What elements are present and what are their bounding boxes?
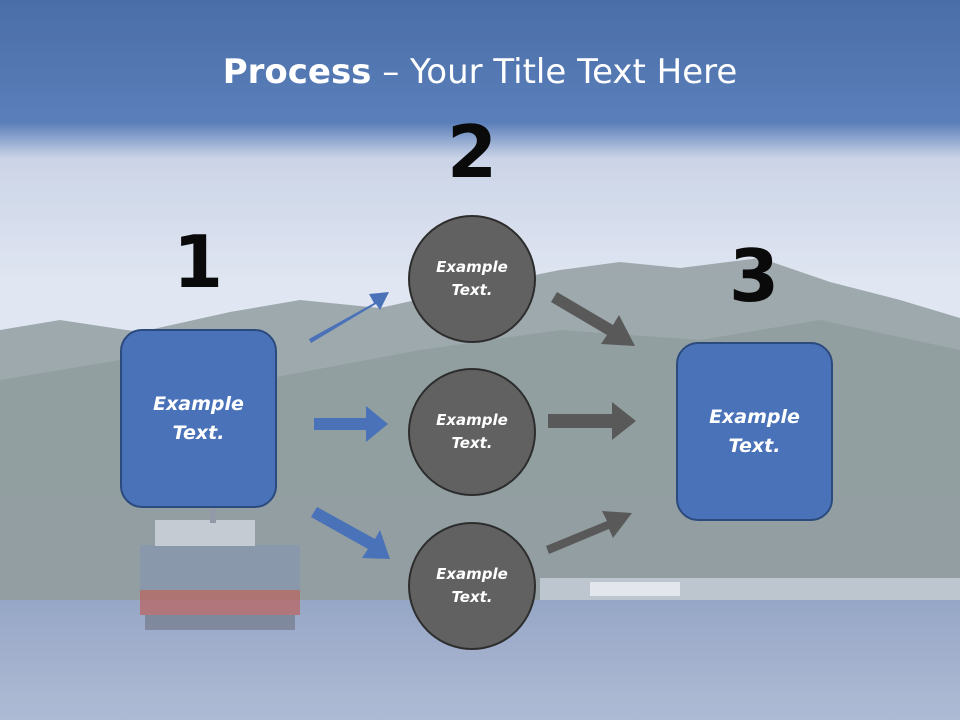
step-2-circle-middle[interactable]: Example Text. <box>408 368 536 496</box>
title-bold: Process <box>222 52 372 92</box>
arrow-left-to-bottom <box>311 507 390 559</box>
step-number-3: 3 <box>728 234 780 318</box>
step-1-box[interactable]: Example Text. <box>120 329 277 508</box>
circle-middle-text: Example Text. <box>436 411 508 452</box>
arrow-left-to-top <box>309 292 389 343</box>
arrow-left-to-middle <box>314 406 388 442</box>
circle-top-text: Example Text. <box>436 258 508 299</box>
step-2-circle-top[interactable]: Example Text. <box>408 215 536 343</box>
step-3-text: Example Text. <box>709 405 800 457</box>
title-rest: – Your Title Text Here <box>371 52 738 92</box>
step-1-text: Example Text. <box>153 392 244 444</box>
step-number-2: 2 <box>446 110 498 194</box>
arrow-bottom-to-right <box>546 511 632 554</box>
circle-bottom-text: Example Text. <box>436 565 508 606</box>
arrow-top-to-right <box>551 292 635 346</box>
ship <box>140 505 300 630</box>
step-3-box[interactable]: Example Text. <box>676 342 833 521</box>
slide-title: Process – Your Title Text Here <box>0 52 960 92</box>
arrow-middle-to-right <box>548 402 636 440</box>
step-number-1: 1 <box>172 220 224 304</box>
step-2-circle-bottom[interactable]: Example Text. <box>408 522 536 650</box>
